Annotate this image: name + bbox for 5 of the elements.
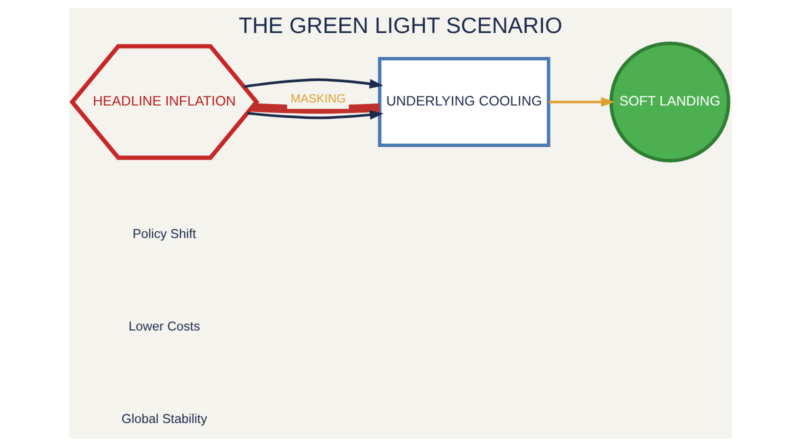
label: Global Stability: [121, 411, 207, 426]
label: Policy Shift: [132, 226, 196, 241]
diagram-title: THE GREEN LIGHT SCENARIO: [238, 12, 562, 38]
label: Lower Costs: [128, 318, 200, 334]
edge-label: MASKING: [290, 92, 346, 106]
